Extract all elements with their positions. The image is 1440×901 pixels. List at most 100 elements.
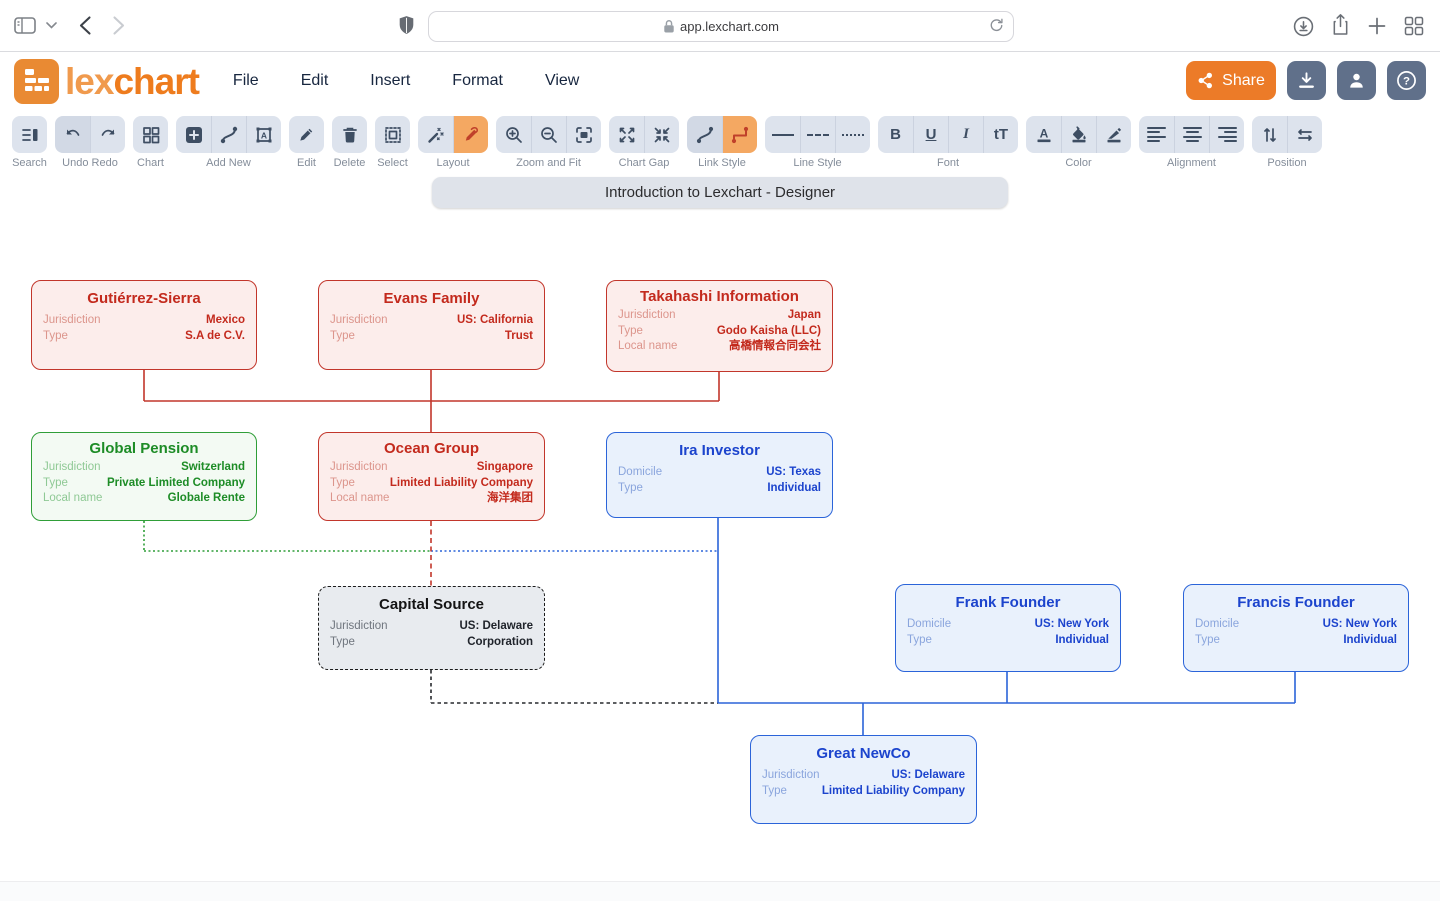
italic-button[interactable]: I [948,116,983,153]
lexchart-logo-text: lexchart [65,60,200,102]
menu-insert[interactable]: Insert [370,72,411,89]
field-value: Corporation [467,635,533,648]
edge-parents-to-ocean-group[interactable] [143,370,720,432]
tab-chevron-icon[interactable] [46,22,57,29]
zoom-out-button[interactable] [531,116,566,153]
entity-title: Evans Family [383,290,480,307]
add-text-button[interactable]: A [246,116,281,153]
curved-link-icon [696,126,713,143]
zoom-out-icon [541,126,557,143]
field-value: Switzerland [181,461,245,473]
zoom-in-icon [505,126,522,143]
menu-edit[interactable]: Edit [300,72,329,89]
share-page-icon[interactable] [1331,13,1350,37]
vertical-arrows-icon [1263,127,1276,142]
field-value: Limited Liability Company [821,784,965,797]
toolbar-group-alignment: Alignment [1139,116,1244,169]
field-value: US: Delaware [459,620,533,632]
share-button[interactable]: Share [1186,61,1276,100]
toolbar-group-zoom-fit: Zoom and Fit [496,116,601,169]
magic-wand-icon [427,127,444,143]
menu-file[interactable]: File [232,72,259,89]
line-solid-button[interactable] [765,116,800,153]
align-right-icon [1217,126,1237,143]
account-button[interactable] [1337,61,1376,100]
gap-decrease-button[interactable] [644,116,679,153]
export-button[interactable] [1287,61,1326,100]
edge-investors-to-great-newco[interactable] [717,518,1296,735]
downloads-icon[interactable] [1293,16,1314,37]
search-panel-icon [21,128,37,141]
menu-view[interactable]: View [544,72,580,89]
font-color-button[interactable]: A [1026,116,1061,153]
url-bar[interactable]: app.lexchart.com [428,11,1014,42]
position-horizontal-button[interactable] [1287,116,1322,153]
svg-text:A: A [1039,126,1048,140]
line-dashed-button[interactable] [800,116,835,153]
link-style-orthogonal-button[interactable] [722,116,757,153]
toolbar-group-edit: Edit [289,116,324,169]
help-button[interactable]: ? [1387,61,1426,100]
link-style-curved-button[interactable] [687,116,722,153]
tab-overview-icon[interactable] [1404,16,1424,36]
field-label: Type [1195,633,1220,646]
zoom-in-button[interactable] [496,116,531,153]
field-value: Japan [787,309,821,321]
toolbar-group-link-style: Link Style [687,116,757,169]
delete-button[interactable] [332,116,367,153]
line-dotted-button[interactable] [835,116,870,153]
edge-capital-source-to-great-newco[interactable] [430,670,718,704]
add-link-button[interactable] [211,116,246,153]
reload-icon[interactable] [989,17,1004,34]
url-text: app.lexchart.com [680,19,779,34]
chart-title-bar[interactable]: Introduction to Lexchart - Designer [432,177,1008,208]
menu-format[interactable]: Format [452,72,503,89]
edit-button[interactable] [289,116,324,153]
back-icon[interactable] [79,16,91,35]
edge-global-pension-to-capital-source[interactable] [143,521,431,552]
undo-button[interactable] [55,116,90,153]
gap-increase-button[interactable] [609,116,644,153]
chart-grid-icon [142,126,159,143]
lexchart-logo[interactable]: lexchart [14,58,200,104]
fill-color-button[interactable] [1061,116,1096,153]
bold-button[interactable]: B [878,116,913,153]
align-center-button[interactable] [1174,116,1209,153]
line-color-button[interactable] [1096,116,1131,153]
fit-to-screen-button[interactable] [566,116,601,153]
redo-button[interactable] [90,116,125,153]
chart-button[interactable] [133,116,168,153]
expand-gap-icon [619,127,634,142]
layout-auto-button[interactable] [453,116,488,153]
toolbar-group-chart: Chart [133,116,168,169]
forward-icon[interactable] [113,16,125,35]
toolbar-group-undo-redo: Undo Redo [55,116,125,169]
search-button[interactable] [12,116,47,153]
align-right-button[interactable] [1209,116,1244,153]
privacy-shield-icon[interactable] [398,15,415,36]
select-button[interactable] [375,116,410,153]
field-label: Jurisdiction [330,314,388,326]
browser-chrome: app.lexchart.com [0,0,1440,52]
font-size-button[interactable]: tT [983,116,1018,153]
align-left-button[interactable] [1139,116,1174,153]
new-tab-icon[interactable] [1368,17,1386,35]
dotted-line-icon [842,133,864,136]
underline-button[interactable]: U [913,116,948,153]
sidebar-toggle-icon[interactable] [14,17,36,34]
toolbar-group-position: Position [1252,116,1322,169]
position-vertical-button[interactable] [1252,116,1287,153]
layout-manual-button[interactable] [418,116,453,153]
add-node-button[interactable] [176,116,211,153]
entity-title: Takahashi Information [640,288,799,305]
